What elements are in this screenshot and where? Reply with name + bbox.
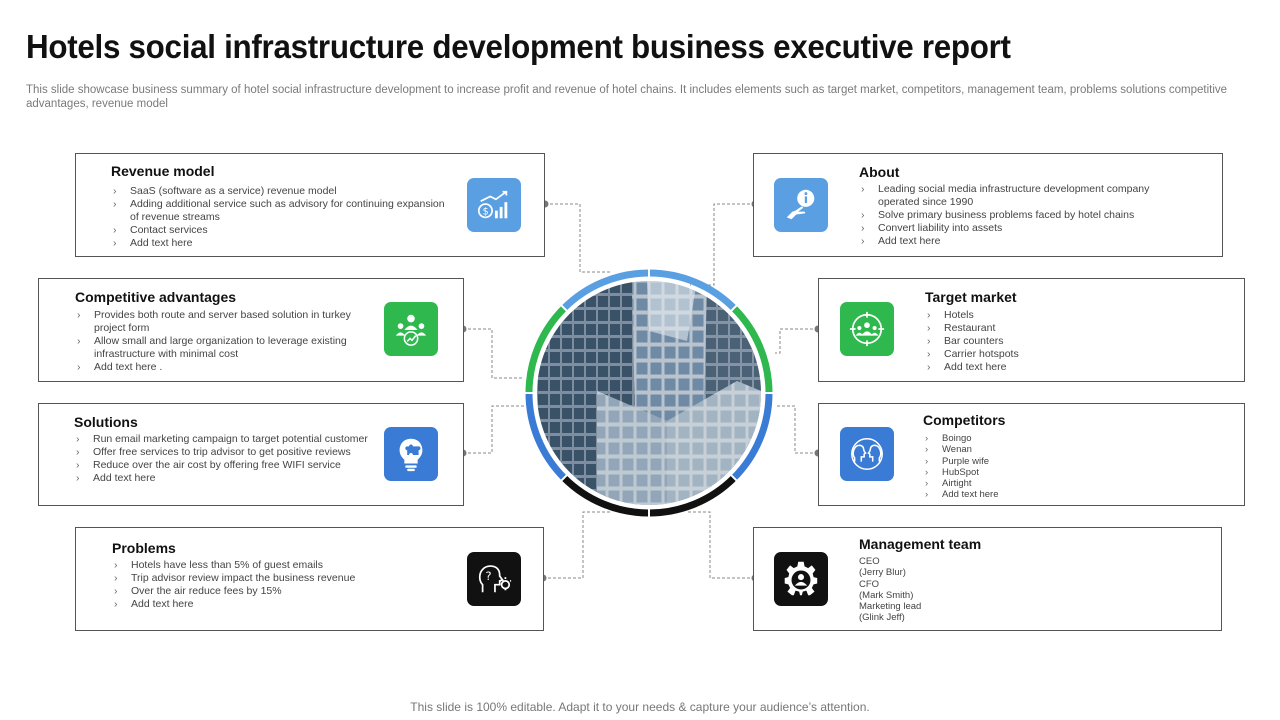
list-item: CFO [859, 578, 880, 590]
list-item: Allow small and large organization to le… [75, 335, 365, 361]
page-subtitle: This slide showcase business summary of … [26, 84, 1228, 110]
management-team-list: CEO (Jerry Blur) CFO (Mark Smith) Market… [859, 556, 1109, 624]
ring-segment-green-left [525, 305, 567, 394]
management-team-card: Management team CEO (Jerry Blur) CFO (Ma… [753, 527, 1222, 631]
center-hub-ring [523, 267, 775, 519]
competitive-advantages-card: Competitive advantages Provides both rou… [38, 278, 464, 382]
list-item: (Mark Smith) [859, 589, 914, 601]
competitors-list: Boingo Wenan Purple wife HubSpot Airtigh… [923, 433, 1173, 501]
revenue-model-list: SaaS (software as a service) revenue mod… [111, 185, 456, 250]
problems-list: Hotels have less than 5% of guest emails… [112, 559, 452, 611]
list-item: Provides both route and server based sol… [75, 309, 365, 335]
problems-title: Problems [112, 540, 176, 556]
list-item: Bar counters [925, 335, 1175, 348]
revenue-model-card: Revenue model SaaS (software as a servic… [75, 153, 545, 257]
list-item: HubSpot [923, 467, 1173, 479]
list-item: SaaS (software as a service) revenue mod… [111, 185, 456, 198]
ring-segment-black-left [561, 475, 650, 517]
list-item: Add text here [859, 235, 1169, 248]
list-item: Reduce over the air cost by offering fre… [74, 459, 369, 472]
list-item: Add text here [112, 598, 452, 611]
list-item: Contact services [111, 224, 456, 237]
page-title: Hotels social infrastructure development… [26, 28, 1011, 65]
ring-segment-blue-right [731, 392, 773, 481]
list-item: Add text here [923, 489, 1173, 501]
list-item: Boingo [923, 433, 1173, 445]
ring-segment-blue-left [525, 392, 567, 481]
list-item: Leading social media infrastructure deve… [859, 183, 1169, 209]
svg-text:?: ? [485, 569, 491, 583]
target-market-list: Hotels Restaurant Bar counters Carrier h… [925, 309, 1175, 374]
competitors-title: Competitors [923, 412, 1006, 428]
about-list: Leading social media infrastructure deve… [859, 183, 1169, 248]
footer-note: This slide is 100% editable. Adapt it to… [410, 700, 870, 714]
head-question-icon: ? [467, 552, 521, 606]
ring-segment-light-blue-left [561, 269, 650, 311]
list-item: Adding additional service such as adviso… [111, 198, 456, 224]
list-item: Add text here [111, 237, 456, 250]
list-item: Purple wife [923, 456, 1173, 468]
list-item: Offer free services to trip advisor to g… [74, 446, 369, 459]
ring-segment-light-blue-right [648, 269, 737, 311]
list-item: (Glink Jeff) [859, 612, 905, 624]
list-item: (Jerry Blur) [859, 567, 906, 579]
management-team-title: Management team [859, 536, 982, 552]
list-item: Wenan [923, 444, 1173, 456]
list-item: Marketing lead [859, 601, 922, 613]
problems-card: Problems Hotels have less than 5% of gue… [75, 527, 544, 631]
revenue-growth-icon: $ [467, 178, 521, 232]
competitive-advantages-title: Competitive advantages [75, 289, 237, 305]
list-item: Run email marketing campaign to target p… [74, 433, 369, 446]
lightbulb-puzzle-icon [384, 427, 438, 481]
gear-person-icon [774, 552, 828, 606]
target-audience-icon [840, 302, 894, 356]
office-building-photo [537, 281, 761, 505]
list-item: Restaurant [925, 322, 1175, 335]
hand-info-icon [774, 178, 828, 232]
competitors-card: Competitors Boingo Wenan Purple wife Hub… [818, 403, 1245, 506]
list-item: Hotels have less than 5% of guest emails [112, 559, 452, 572]
about-card: About Leading social media infrastructur… [753, 153, 1223, 257]
list-item: Solve primary business problems faced by… [859, 209, 1169, 222]
list-item: Airtight [923, 478, 1173, 490]
solutions-card: Solutions Run email marketing campaign t… [38, 403, 464, 506]
ring-segment-green-right [731, 305, 773, 394]
svg-text:$: $ [483, 207, 489, 218]
ring-segment-black-right [648, 475, 737, 517]
list-item: Convert liability into assets [859, 222, 1169, 235]
list-item: CEO [859, 556, 880, 567]
list-item: Add text here . [75, 361, 365, 374]
solutions-title: Solutions [74, 414, 138, 430]
about-title: About [859, 164, 900, 180]
team-growth-icon [384, 302, 438, 356]
list-item: Trip advisor review impact the business … [112, 572, 452, 585]
list-item: Over the air reduce fees by 15% [112, 585, 452, 598]
list-item: Add text here [925, 361, 1175, 374]
solutions-list: Run email marketing campaign to target p… [74, 433, 369, 485]
target-market-title: Target market [925, 289, 1017, 305]
revenue-model-title: Revenue model [111, 163, 215, 179]
list-item: Carrier hotspots [925, 348, 1175, 361]
list-item: Hotels [925, 309, 1175, 322]
list-item: Add text here [74, 472, 369, 485]
target-market-card: Target market Hotels Restaurant Bar coun… [818, 278, 1245, 382]
competitive-advantages-list: Provides both route and server based sol… [75, 309, 365, 374]
facing-heads-icon [840, 427, 894, 481]
